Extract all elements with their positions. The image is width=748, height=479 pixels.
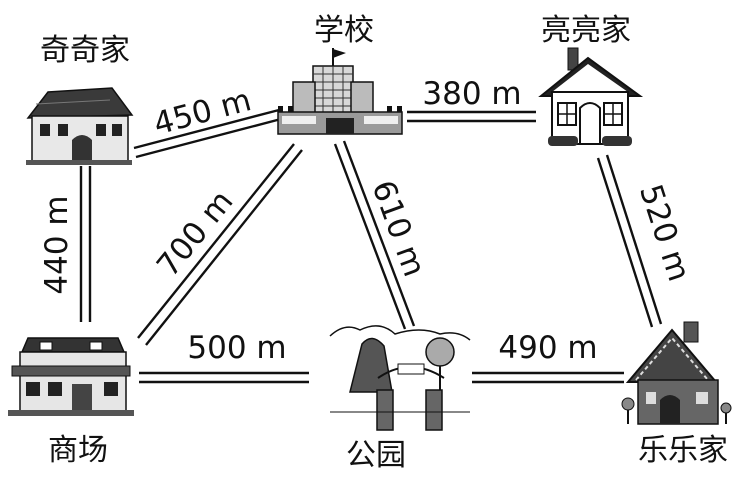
- distance-school-liangliang: 380 m: [422, 76, 521, 112]
- distance-park-lele: 490 m: [498, 330, 597, 366]
- mall-building-icon: [8, 337, 134, 416]
- school-building-icon: [277, 48, 403, 135]
- cottage-house-icon: [26, 87, 134, 165]
- distance-mall-park: 500 m: [187, 330, 286, 366]
- place-label-lele: 乐乐家: [638, 433, 728, 468]
- house-icon: [538, 47, 644, 146]
- road-mall-park: [139, 371, 309, 384]
- distance-liangliang-lele: 520 m: [632, 180, 697, 286]
- road-school-mall: [137, 143, 303, 346]
- distance-qiqi-mall: 440 m: [39, 195, 75, 294]
- distance-qiqi-school: 450 m: [150, 82, 255, 142]
- road-park-lele: [472, 371, 624, 384]
- place-label-mall: 商场: [48, 433, 108, 468]
- place-label-school: 学校: [314, 13, 374, 48]
- gingerbread-house-icon: [621, 321, 732, 425]
- place-label-park: 公园: [346, 438, 406, 473]
- distance-school-park: 610 m: [365, 176, 433, 282]
- road-liangliang-lele: [596, 154, 663, 328]
- road-qiqi-mall: [79, 166, 92, 322]
- place-label-liangliang: 亮亮家: [541, 13, 631, 48]
- road-school-liangliang: [407, 110, 536, 123]
- road-qiqi-school: [133, 108, 282, 159]
- road-school-park: [333, 140, 416, 330]
- place-label-qiqi: 奇奇家: [40, 33, 130, 68]
- park-gate-icon: [329, 325, 471, 431]
